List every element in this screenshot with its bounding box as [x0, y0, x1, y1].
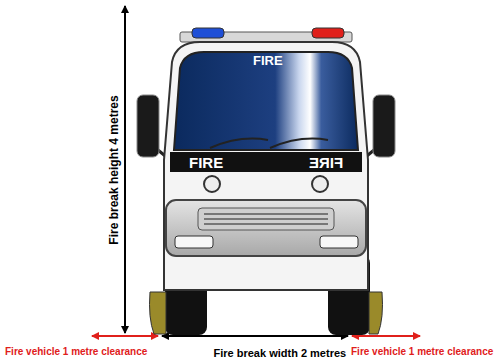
windscreen-text: FIRE	[253, 54, 283, 67]
clearance-arrow	[92, 335, 158, 337]
mirror	[137, 95, 159, 157]
clearance-arrow	[352, 335, 420, 337]
wheel-hub	[369, 292, 383, 334]
band-text-mirrored: FIRE	[309, 155, 343, 170]
wiper	[210, 139, 268, 148]
fog-light	[320, 236, 358, 248]
clearance-dimension: Fire vehicle 1 metre clearance	[351, 347, 493, 357]
blue-light	[192, 28, 224, 38]
width-arrow	[162, 335, 348, 337]
cab-body	[164, 42, 368, 290]
height-arrow	[124, 6, 126, 333]
bull-bar	[166, 200, 366, 256]
name-band	[170, 152, 362, 172]
grille	[198, 208, 334, 230]
wheel-hub	[150, 292, 167, 334]
fog-light	[175, 236, 213, 248]
red-light	[312, 28, 344, 38]
headlight	[312, 176, 328, 192]
height-dimension: Fire break height 4 metres	[107, 95, 119, 244]
clearance-dimension: Fire vehicle 1 metre clearance	[5, 347, 147, 357]
mirror	[373, 95, 395, 157]
width-dimension: Fire break width 2 metres	[214, 348, 347, 359]
windscreen	[174, 52, 358, 150]
headlight	[204, 176, 220, 192]
wiper	[270, 139, 328, 148]
band-text: FIRE	[189, 155, 223, 170]
